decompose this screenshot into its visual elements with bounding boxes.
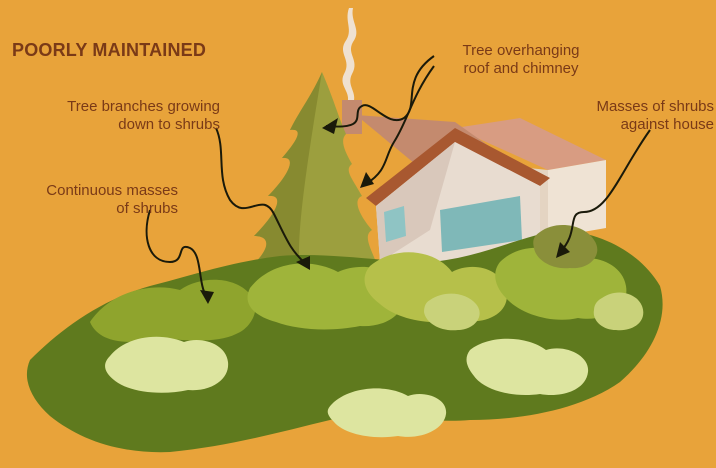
callout-line-branches <box>215 127 307 265</box>
callout-continuous-shrubs: Continuous masses of shrubs <box>2 182 178 218</box>
arrowhead-tree-chimney <box>360 172 374 188</box>
page-title: POORLY MAINTAINED <box>12 40 207 60</box>
shrub-clusters <box>90 225 627 342</box>
callout-lines <box>145 55 651 297</box>
arrowhead-shrubs-house <box>556 242 570 258</box>
chimney <box>342 100 362 134</box>
callout-arrowheads <box>200 118 570 304</box>
chimney-smoke <box>342 8 357 104</box>
callout-line-tree-overhanging-2 <box>365 65 435 185</box>
callout-branches-line-1: Tree branches growing <box>67 98 220 115</box>
callout-tree-overhanging: Tree overhanging roof and chimney <box>436 42 606 78</box>
arrowhead-branches <box>296 256 310 270</box>
shrub-light <box>105 292 644 438</box>
arrowhead-continuous <box>200 290 214 304</box>
house-main <box>356 115 550 262</box>
callout-line-tree-overhanging-1 <box>325 55 435 128</box>
callout-line-shrubs-house <box>559 129 651 253</box>
callout-shrubs-house-line-2: against house <box>620 116 714 133</box>
callout-shrubs-against-house: Masses of shrubs against house <box>548 98 714 134</box>
callout-continuous-line-2: of shrubs <box>116 200 178 217</box>
callout-line-continuous <box>145 209 207 297</box>
callout-branches-to-shrubs: Tree branches growing down to shrubs <box>10 98 220 134</box>
arrowhead-tree-top <box>322 118 338 134</box>
callout-tree-overhanging-line-2: roof and chimney <box>463 60 579 77</box>
callout-continuous-line-1: Continuous masses <box>46 182 178 199</box>
callout-shrubs-house-line-1: Masses of shrubs <box>596 98 714 115</box>
callout-branches-line-2: down to shrubs <box>118 116 220 133</box>
callout-tree-overhanging-line-1: Tree overhanging <box>462 42 580 59</box>
